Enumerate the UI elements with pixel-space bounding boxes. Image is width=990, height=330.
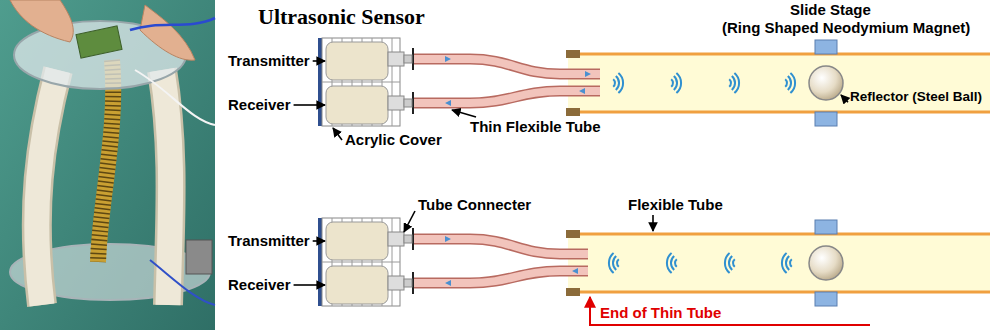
acrylic-cover: [322, 218, 400, 306]
circuit-board: [76, 26, 122, 58]
spring-coils: [98, 60, 113, 262]
tube-outline: [37, 70, 58, 305]
thin-tube: [414, 59, 600, 74]
thin-tube: [414, 91, 600, 103]
leader-lines: [294, 61, 848, 285]
part-label: Tube Connecter: [418, 196, 531, 214]
tube-cap: [566, 50, 580, 58]
device-photo: [0, 0, 215, 330]
part-label: Transmitter: [228, 52, 310, 70]
leader-arrow: [333, 128, 342, 140]
tube-connector: [388, 52, 404, 66]
spring-tube: [98, 60, 113, 262]
leader-arrow: [404, 211, 415, 232]
receiver-symbol: [326, 266, 388, 304]
cover-plate: [318, 38, 322, 126]
flow-marker: [445, 236, 578, 286]
hand-thumb: [140, 5, 195, 60]
tube-cap: [566, 108, 580, 116]
part-label: Reflector (Steel Ball): [850, 89, 982, 105]
leader-arrow: [313, 60, 325, 62]
tube-connector: [388, 96, 404, 110]
thin-tube-outline: [414, 239, 588, 254]
hand-fingers: [10, 0, 73, 42]
receiver-symbol: [326, 86, 388, 124]
sensor-top: [318, 38, 990, 126]
tube-cap: [566, 230, 580, 238]
part-label: (Ring Shaped Neodymium Magnet): [722, 19, 970, 37]
connector-nozzle: [404, 235, 412, 243]
connector-nozzle: [404, 99, 412, 107]
cover-plate: [318, 218, 322, 306]
ultrasonic-wave: [613, 73, 795, 93]
cover-grid: [322, 38, 400, 126]
thin-tube-outline: [414, 59, 600, 74]
part-label: Flexible Tube: [628, 196, 723, 214]
ring-magnet: [815, 112, 837, 126]
signal-wire: [135, 70, 215, 125]
leader-arrow: [294, 104, 325, 106]
motor-part: [186, 240, 212, 274]
signal-wire: [130, 18, 215, 30]
part-label: Slide Stage: [790, 1, 871, 19]
steel-ball: [809, 246, 843, 280]
flexible-tube: [568, 234, 990, 292]
part-label: Receiver: [228, 96, 291, 114]
tube-connector: [388, 232, 404, 246]
connector-nozzle: [404, 55, 412, 63]
part-label: Acrylic Cover: [345, 131, 442, 149]
thin-tube: [414, 239, 588, 254]
tube-wall: [568, 234, 990, 292]
photo-background: [0, 0, 215, 330]
acrylic-cover: [322, 38, 400, 126]
leader-arrow: [294, 284, 325, 286]
flexible-tube: [568, 54, 990, 112]
thin-tube-outline: [414, 91, 600, 103]
silicone-tube: [37, 70, 58, 305]
leader-arrow: [452, 110, 476, 117]
ring-magnet: [815, 292, 837, 306]
heading-label: Ultrasonic Sensor: [258, 4, 425, 30]
thin-tube-outline: [414, 271, 588, 283]
transmitter-symbol: [326, 222, 388, 260]
leader-arrow: [652, 215, 654, 231]
thin-tube: [414, 271, 588, 283]
note-label: End of Thin Tube: [600, 304, 721, 322]
part-label: Transmitter: [228, 232, 310, 250]
leader-arrow: [841, 95, 848, 102]
connector-nozzle: [404, 279, 412, 287]
ring-magnet: [815, 220, 837, 234]
ultrasonic-wave: [609, 253, 792, 273]
sensor-bottom: [318, 218, 990, 325]
leader-arrow: [313, 240, 325, 242]
part-label: Thin Flexible Tube: [470, 118, 601, 136]
tube-wall: [568, 54, 990, 112]
tube-cap: [566, 288, 580, 296]
tube-connector: [388, 276, 404, 290]
end-marker-line: [590, 297, 870, 325]
steel-ball: [809, 66, 843, 100]
flow-marker: [445, 56, 591, 106]
transmitter-symbol: [326, 42, 388, 80]
cover-grid: [322, 218, 400, 306]
part-label: Receiver: [228, 276, 291, 294]
ring-magnet: [815, 40, 837, 54]
